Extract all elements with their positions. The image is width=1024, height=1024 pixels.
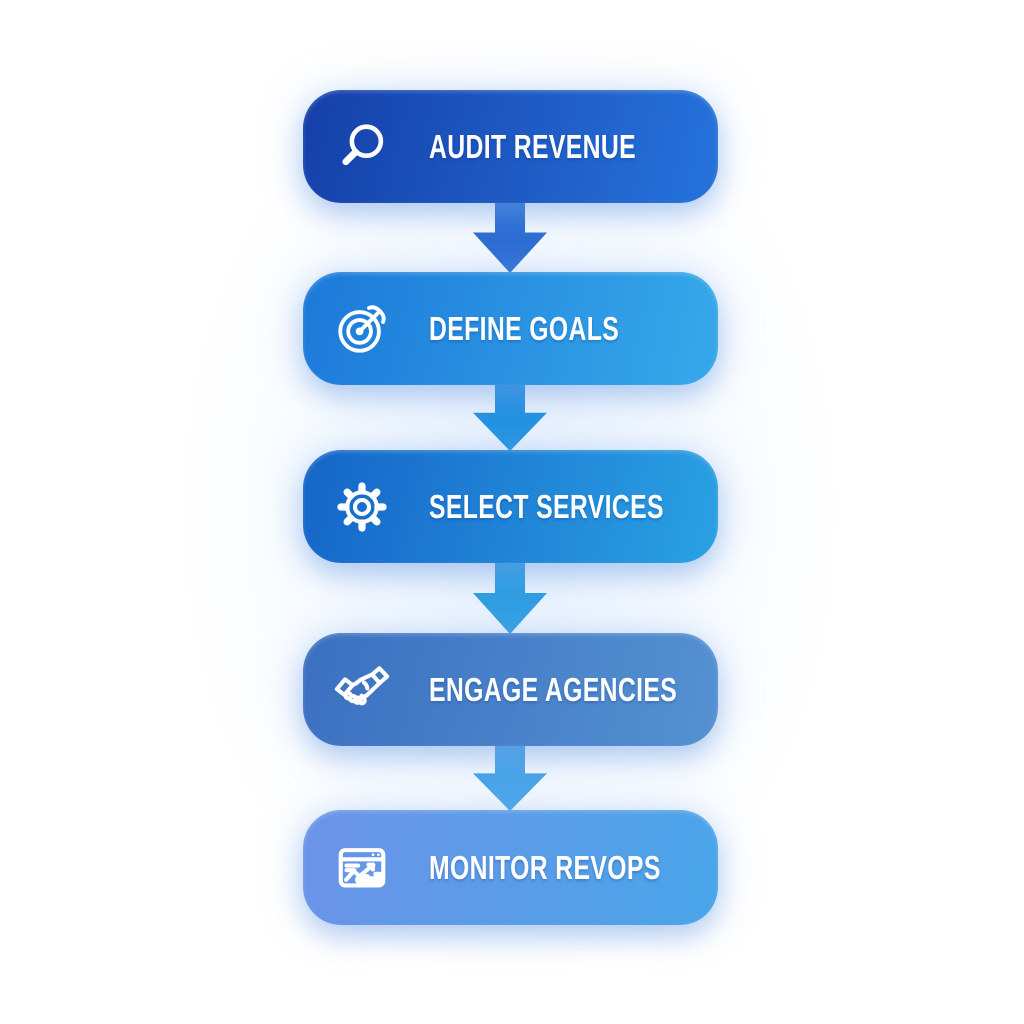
handshake-icon xyxy=(333,661,391,719)
down-arrow xyxy=(473,384,547,451)
down-arrow xyxy=(473,562,547,634)
down-arrow xyxy=(473,745,547,811)
step-engage-agencies: ENGAGE AGENCIES xyxy=(303,633,718,746)
step-monitor-revops: MONITOR REVOPS xyxy=(303,810,718,925)
step-label: MONITOR REVOPS xyxy=(429,848,661,886)
step-define-goals: DEFINE GOALS xyxy=(303,272,718,385)
step-label: DEFINE GOALS xyxy=(429,309,620,347)
step-select-services: SELECT SERVICES xyxy=(303,450,718,563)
step-label: AUDIT REVENUE xyxy=(429,127,637,165)
gear-icon xyxy=(333,478,391,536)
step-label: SELECT SERVICES xyxy=(429,487,664,525)
down-arrow xyxy=(473,202,547,273)
step-audit-revenue: AUDIT REVENUE xyxy=(303,90,718,203)
magnifying-glass-icon xyxy=(333,118,391,176)
step-label: ENGAGE AGENCIES xyxy=(429,670,678,708)
target-icon xyxy=(333,300,391,358)
dashboard-icon xyxy=(333,839,391,897)
